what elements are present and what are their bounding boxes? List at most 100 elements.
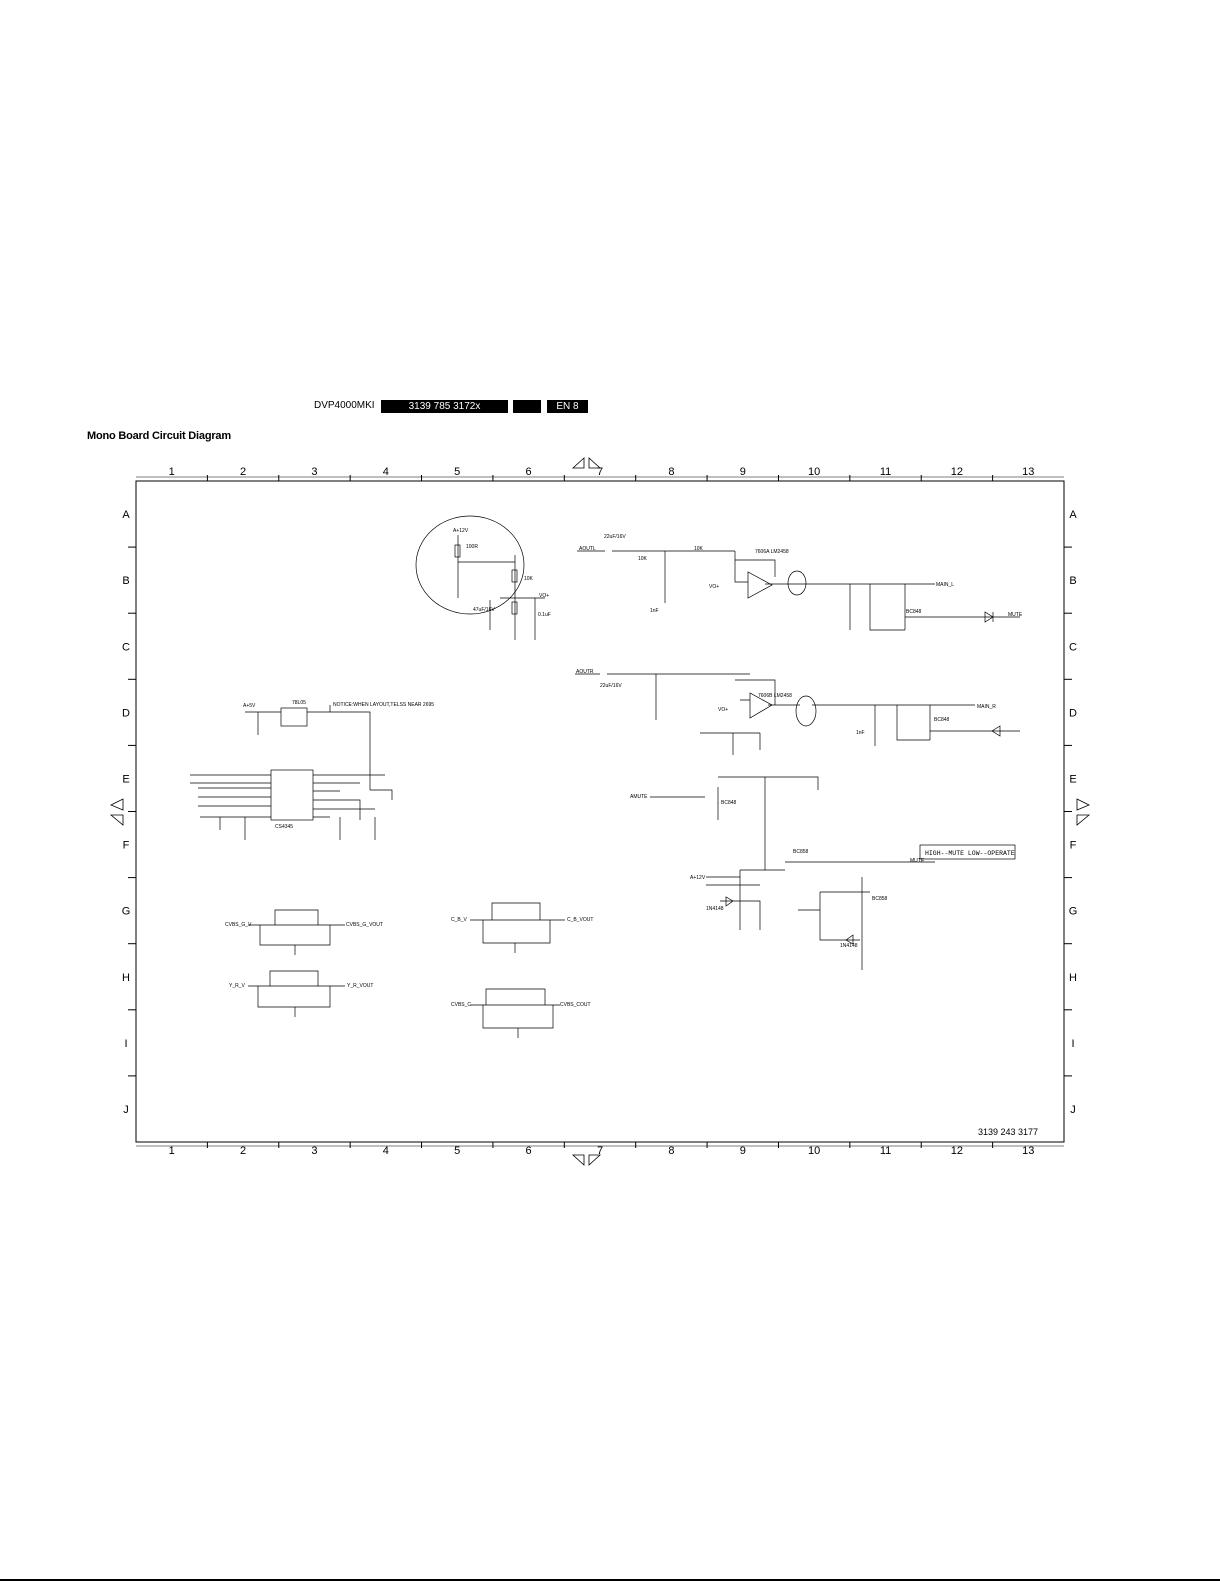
column-label-top: 5 [454, 466, 460, 478]
cap-2688-value: 0.1uF [538, 612, 551, 618]
row-label-right: A [1069, 509, 1077, 521]
transistor-7712-label: BC848 [721, 800, 737, 806]
column-label-top: 7 [597, 466, 603, 478]
net-aoutl: AOUTL [579, 546, 596, 552]
cap-2687-value: 47uF/16V [473, 607, 495, 613]
transistor-7710-label: BC848 [906, 609, 922, 615]
transistor-7713-label: BC858 [793, 849, 809, 855]
video-filter-cvbs-c [470, 988, 560, 1038]
column-label-top: 6 [526, 466, 532, 478]
page-title: Mono Board Circuit Diagram [87, 430, 231, 442]
row-label-left: I [124, 1038, 127, 1050]
right-channel-wires [575, 673, 1020, 755]
column-label-bottom: 4 [383, 1145, 389, 1157]
column-label-top: 13 [1022, 466, 1034, 478]
resistor-3707 [454, 544, 461, 558]
net-cvbs-c: CVBS_C [451, 1002, 471, 1008]
column-label-bottom: 12 [951, 1145, 963, 1157]
power-wires [457, 535, 545, 640]
schematic-frame [135, 480, 1065, 1143]
cap-2677-mark [795, 695, 817, 727]
column-label-top: 10 [808, 466, 820, 478]
column-label-bottom: 2 [240, 1145, 246, 1157]
res-3681-value: 10K [638, 556, 648, 562]
row-label-left: A [122, 509, 130, 521]
power-group-outline [415, 515, 525, 615]
transistor-7717-label: BC858 [872, 896, 888, 902]
vcc-label-top: A+12V [453, 528, 469, 534]
row-label-left: C [122, 641, 130, 653]
row-label-left: D [122, 707, 130, 719]
cap-2685-value: 22uF/16V [604, 534, 626, 540]
mute-note: HIGH--MUTE LOW--OPERATE [925, 850, 1015, 857]
net-mute-l: MUTE [1008, 612, 1023, 618]
diode-6600-label: 1N4148 [706, 906, 724, 912]
regulator-label: 78L05 [292, 700, 306, 706]
left-channel-wires [577, 550, 1020, 631]
net-cvbs-g-v: CVBS_G_V [225, 922, 252, 928]
net-cvbs-g-vout: CVBS_G_VOUT [346, 922, 383, 928]
net-c-b-vout: C_B_VOUT [567, 917, 593, 923]
opamp-7606b [749, 692, 773, 719]
row-label-right: I [1071, 1038, 1074, 1050]
column-label-top: 3 [311, 466, 317, 478]
res-7801-value: 10K [524, 576, 534, 582]
net-y-r-v: Y_R_V [229, 983, 246, 989]
layout-note: NOTICE:WHEN LAYOUT,TELSS NEAR 2695 [333, 702, 434, 708]
column-label-top: 8 [668, 466, 674, 478]
column-label-bottom: 8 [668, 1145, 674, 1157]
column-label-bottom: 3 [311, 1145, 317, 1157]
row-label-right: D [1069, 707, 1077, 719]
column-label-bottom: 10 [808, 1145, 820, 1157]
net-main-l: MAIN_L [936, 582, 954, 588]
row-label-left: F [123, 840, 130, 852]
column-label-bottom: 1 [169, 1145, 175, 1157]
cap-2691-mark [787, 570, 807, 596]
video-filter-c-b [470, 902, 565, 953]
row-label-right: C [1069, 641, 1077, 653]
regulator-7608 [280, 707, 308, 727]
dac-ic-7606 [270, 769, 314, 821]
row-label-left: H [122, 972, 130, 984]
res-3682-value: 10K [694, 546, 704, 552]
row-label-right: G [1069, 906, 1078, 918]
row-label-left: E [122, 773, 129, 785]
net-main-r: MAIN_R [977, 704, 996, 710]
row-label-right: J [1070, 1104, 1076, 1116]
drawing-number: 3139 243 3177 [978, 1127, 1038, 1137]
diode-6600 [725, 896, 734, 907]
column-label-top: 11 [880, 466, 891, 478]
net-amute: AMUTE [630, 794, 648, 800]
row-label-right: H [1069, 972, 1077, 984]
column-label-bottom: 13 [1022, 1145, 1034, 1157]
net-c-b-v: C_B_V [451, 917, 468, 923]
column-label-top: 2 [240, 466, 246, 478]
vo-label-a: VO+ [709, 584, 719, 590]
column-label-top: 4 [383, 466, 389, 478]
video-filter-y-r [248, 970, 345, 1017]
row-label-right: F [1070, 840, 1077, 852]
mute-wires [650, 776, 935, 970]
res-3707-value: 100R [466, 544, 478, 550]
vo-label-c: VO+ [539, 593, 549, 599]
row-label-left: B [122, 575, 129, 587]
row-label-left: J [123, 1104, 129, 1116]
opamp-b-label: 7606B LM2458 [758, 693, 792, 699]
dac-label: CS4345 [275, 824, 293, 830]
dac-wires [190, 705, 393, 840]
row-label-left: G [122, 906, 131, 918]
resistor-7801 [511, 569, 518, 583]
net-cvbs-cout: CVBS_COUT [560, 1002, 591, 1008]
column-label-bottom: 9 [740, 1145, 746, 1157]
cap-2666-value: 1nF [856, 730, 865, 736]
net-y-r-vout: Y_R_VOUT [347, 983, 373, 989]
opamp-a-label: 7606A LM2458 [755, 549, 789, 555]
vdd-label: A+5V [243, 703, 256, 709]
vo-label-b: VO+ [718, 707, 728, 713]
row-label-right: E [1069, 773, 1076, 785]
net-mute: MUTE [910, 858, 925, 864]
blank-badge [513, 400, 541, 413]
column-label-top: 1 [169, 466, 175, 478]
